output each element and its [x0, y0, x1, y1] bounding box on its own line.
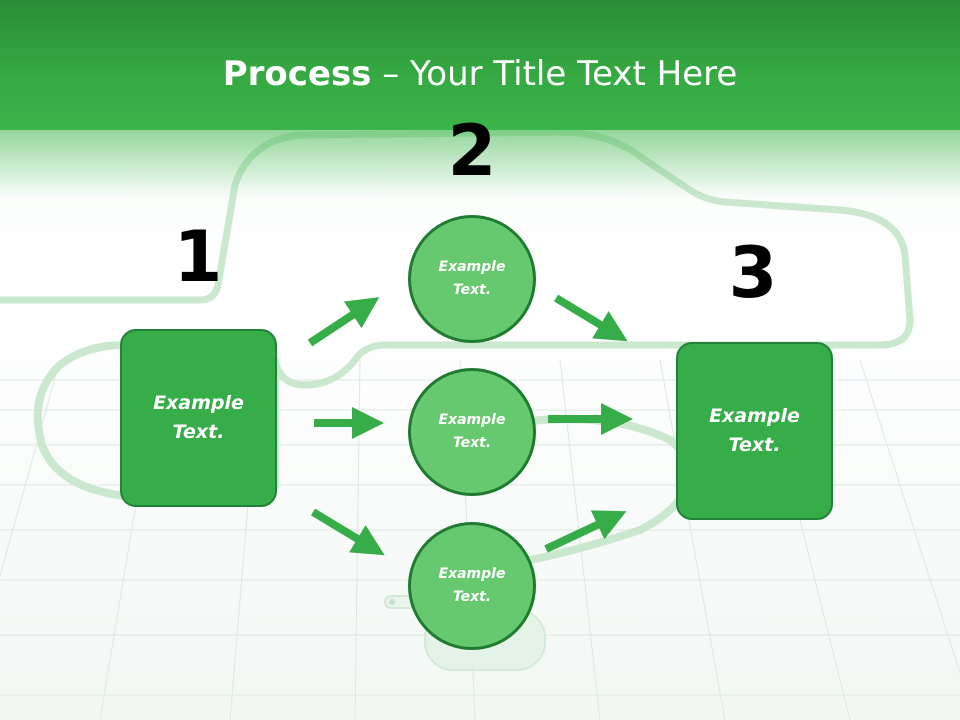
step2-circle-top: Example Text.	[408, 215, 536, 343]
step3-text: Example Text.	[709, 405, 800, 456]
step1-box: Example Text.	[120, 329, 277, 507]
title-bar-fade	[0, 128, 960, 198]
title-bar	[0, 0, 960, 130]
step2-text-bottom: Example Text.	[438, 566, 506, 605]
title-rest: – Your Title Text Here	[371, 54, 738, 94]
step2-circle-middle: Example Text.	[408, 368, 536, 496]
arrow-bottom-to-3	[544, 510, 627, 553]
arrow-1-to-top	[307, 297, 380, 347]
arrow-top-to-3	[553, 294, 628, 342]
step-number-3: 3	[728, 232, 778, 314]
title-bold: Process	[222, 54, 372, 94]
step3-box: Example Text.	[676, 342, 833, 520]
slide-title: Process – Your Title Text Here	[0, 52, 960, 96]
step1-text: Example Text.	[153, 392, 244, 443]
step-number-2: 2	[447, 110, 497, 192]
step-number-1: 1	[173, 216, 223, 298]
arrow-1-to-bottom	[310, 508, 385, 556]
step2-text-top: Example Text.	[438, 259, 506, 298]
step2-text-middle: Example Text.	[438, 412, 506, 451]
step2-circle-bottom: Example Text.	[408, 522, 536, 650]
